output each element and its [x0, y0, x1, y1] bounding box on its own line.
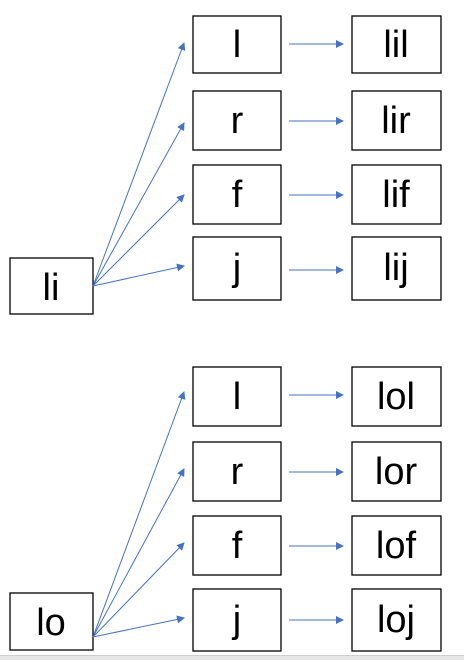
letter-box-r: r — [192, 90, 282, 151]
edge-source-to-letter-r — [92, 122, 185, 287]
result-box-lol: lol — [351, 366, 442, 427]
result-label: lir — [381, 100, 411, 142]
letter-box-l: l — [192, 366, 282, 427]
letter-label: l — [233, 376, 241, 418]
result-box-lij: lij — [351, 236, 442, 301]
edge-source-to-letter-j — [92, 263, 185, 287]
letter-label: r — [231, 100, 244, 142]
letter-box-f: f — [192, 164, 282, 225]
letter-label: f — [232, 174, 243, 216]
result-box-lif: lif — [351, 164, 442, 225]
letter-label: f — [232, 525, 243, 567]
source-box-li: li — [9, 257, 94, 315]
result-label: lil — [383, 24, 408, 66]
source-box-lo: lo — [9, 592, 94, 651]
source-label: li — [43, 267, 60, 309]
letter-label: l — [233, 24, 241, 66]
source-label: lo — [36, 602, 66, 644]
result-box-lor: lor — [351, 441, 442, 502]
letter-box-j: j — [192, 236, 282, 301]
bottom-divider — [0, 655, 464, 660]
edge-source-to-letter-f — [92, 194, 185, 287]
result-label: lif — [382, 174, 410, 216]
edge-source-to-letter-f — [92, 542, 185, 638]
result-label: lor — [375, 451, 418, 493]
result-box-lil: lil — [351, 15, 442, 74]
letter-label: j — [232, 599, 241, 641]
letter-box-f: f — [192, 515, 282, 576]
result-label: loj — [377, 599, 415, 641]
letter-box-j: j — [192, 588, 282, 652]
letter-box-r: r — [192, 441, 282, 502]
letter-label: j — [232, 247, 241, 289]
edge-source-to-letter-r — [92, 468, 185, 638]
letter-box-l: l — [192, 15, 282, 74]
edge-source-to-letter-l — [92, 42, 186, 287]
group-li: li l lil r lir f — [9, 15, 442, 315]
result-label: lol — [377, 376, 415, 418]
result-box-lir: lir — [351, 90, 442, 151]
edge-source-to-letter-j — [92, 615, 185, 638]
edge-source-to-letter-l — [92, 391, 186, 638]
result-box-lof: lof — [351, 515, 442, 576]
group-lo: lo l lol r lor f lof — [9, 366, 442, 652]
result-label: lij — [383, 247, 408, 289]
letter-label: r — [231, 451, 244, 493]
result-label: lof — [376, 525, 417, 567]
result-box-loj: loj — [351, 588, 442, 652]
